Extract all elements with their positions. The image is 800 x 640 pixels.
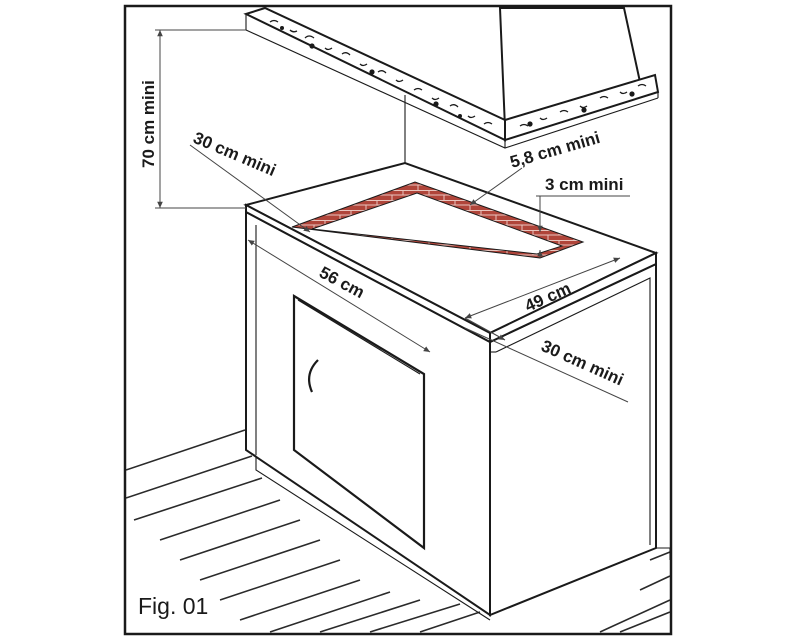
label-border-gap: 3 cm mini	[545, 175, 623, 194]
dimension-lines	[155, 29, 630, 403]
hob-cutout	[311, 192, 564, 255]
floor-planks	[125, 429, 671, 633]
door-handle	[307, 359, 319, 393]
cutout-frame	[291, 181, 585, 259]
figure-caption: Fig. 01	[138, 593, 208, 619]
label-hood-height: 70 cm mini	[139, 80, 158, 168]
range-hood	[243, 6, 660, 149]
